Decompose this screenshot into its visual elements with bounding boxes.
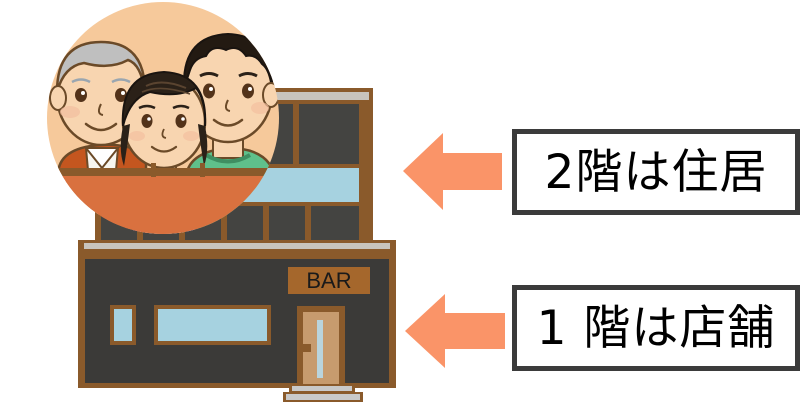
father-eye-right [242, 83, 254, 99]
child-eyebrow-left [138, 104, 156, 110]
small-window-glass [114, 309, 132, 341]
bar-sign-plate [288, 267, 370, 294]
door-step-upper-tread [292, 386, 352, 391]
child-eyebrow-right [172, 104, 190, 110]
bar-sign-text: BAR [306, 268, 351, 293]
father-mouth [212, 118, 244, 127]
grandfather-eyebrow-left [71, 78, 91, 84]
family-counter [47, 163, 279, 234]
label-box-first-floor: 1 階は店舗 [512, 285, 800, 371]
label-text-second-floor: 2階は住居 [544, 144, 768, 200]
family-illustration [47, 2, 279, 234]
grandfather-eye-left [75, 88, 87, 102]
grandfather-mouth [84, 122, 118, 132]
grandfather-nose [97, 103, 104, 116]
father-nose [224, 99, 231, 112]
arrow-lower [405, 294, 505, 368]
child-eye-left [141, 114, 153, 128]
father-collar [204, 153, 252, 164]
counter-edge [47, 168, 279, 176]
father-eye-left [203, 83, 215, 99]
child-hair-side-left [120, 124, 130, 166]
door-handle [303, 344, 311, 352]
child-nose [161, 128, 167, 139]
child-mouth [150, 145, 178, 153]
grandfather-eyebrow-right [111, 78, 131, 84]
door-glass-strip [317, 320, 323, 378]
label-box-second-floor: 2階は住居 [512, 129, 800, 215]
father-eyebrow-right [238, 72, 258, 78]
arrow-upper [403, 133, 502, 210]
father-ear-right [262, 82, 279, 108]
long-window-glass [158, 309, 267, 341]
father-eyebrow-left [199, 72, 219, 78]
father-hair [182, 32, 274, 89]
child-hair-side-right [198, 124, 208, 166]
grandfather-collar [83, 147, 121, 170]
child-eye-right [175, 114, 187, 128]
first-floor: BAR [78, 240, 396, 402]
first-floor-cornice-highlight [84, 243, 390, 249]
door-step-lower-tread [286, 394, 360, 400]
counter-surface [47, 176, 279, 234]
label-text-first-floor: 1 階は店舗 [536, 300, 776, 356]
grandfather-ear-left [49, 85, 67, 111]
child-hair [121, 70, 207, 127]
